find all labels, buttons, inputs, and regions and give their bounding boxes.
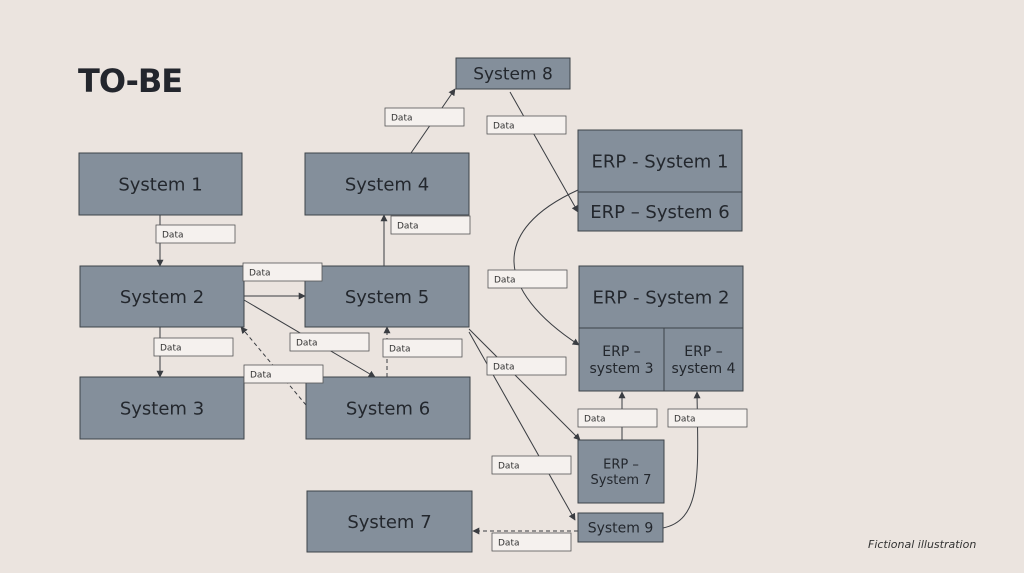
node-box: [79, 265, 245, 328]
node-system-5[interactable]: System 5: [304, 265, 470, 328]
node-box: [663, 327, 744, 392]
node-system-4[interactable]: System 4: [304, 152, 470, 216]
node-label: ERP - System 2: [593, 287, 730, 308]
edge-label: Data: [153, 337, 234, 357]
node-erp-system-2[interactable]: ERP - System 2: [578, 265, 744, 329]
node-erp-system-3[interactable]: ERP –system 3: [578, 327, 665, 392]
node-label: System 6: [346, 398, 430, 419]
edge-s5-erp7: [468, 328, 581, 441]
node-label: System 9: [588, 521, 654, 537]
edge-label: Data: [491, 532, 572, 552]
node-box: [578, 265, 744, 329]
node-label: ERP –system 4: [672, 344, 736, 377]
node-system-2[interactable]: System 2: [79, 265, 245, 328]
node-system-3[interactable]: System 3: [79, 376, 245, 440]
edge-label: Data: [155, 224, 236, 244]
node-label: System 4: [345, 174, 429, 195]
node-erp-system-4[interactable]: ERP –system 4: [663, 327, 744, 392]
node-label: ERP –system 3: [590, 344, 654, 377]
edge-label-text: Data: [498, 462, 520, 472]
edge-label-text: Data: [493, 122, 515, 132]
edge-label-text: Data: [249, 269, 271, 279]
node-label: ERP - System 1: [592, 151, 729, 172]
node-system-9[interactable]: System 9: [577, 512, 664, 543]
node-box: [79, 376, 245, 440]
node-label: System 3: [120, 398, 204, 419]
node-label: ERP – System 6: [590, 202, 729, 223]
edge-label-text: Data: [674, 415, 696, 425]
node-box: [577, 191, 743, 232]
node-system-8[interactable]: System 8: [455, 57, 571, 90]
edge-label-text: Data: [160, 344, 182, 354]
edge-label: Data: [486, 356, 567, 376]
node-erp-system-1[interactable]: ERP - System 1: [577, 129, 743, 193]
node-box: [305, 376, 471, 440]
node-erp-system-7[interactable]: ERP –System 7: [577, 439, 665, 504]
node-box: [578, 327, 665, 392]
node-label: System 7: [347, 512, 431, 533]
node-label: System 8: [473, 65, 553, 85]
edge-label-text: Data: [493, 363, 515, 373]
edge-label-text: Data: [391, 114, 413, 124]
node-system-7[interactable]: System 7: [306, 490, 473, 553]
node-label: System 5: [345, 287, 429, 308]
edge-label: Data: [667, 408, 748, 428]
node-box: [78, 152, 243, 216]
edge-label: Data: [382, 338, 463, 358]
node-erp-system-6[interactable]: ERP – System 6: [577, 191, 743, 232]
edge-label-text: Data: [397, 222, 419, 232]
node-label: System 1: [118, 174, 202, 195]
node-box: [304, 152, 470, 216]
page-title: TO-BE: [78, 62, 183, 100]
node-box: [577, 512, 664, 543]
edge-label-text: Data: [389, 345, 411, 355]
edge-label-text: Data: [250, 371, 272, 381]
edge-s8-erp6: [509, 91, 579, 213]
edge-label: Data: [390, 215, 471, 235]
edge-label: Data: [577, 408, 658, 428]
edge-label: Data: [491, 455, 572, 475]
edge-label: Data: [242, 262, 323, 282]
edge-label-text: Data: [498, 539, 520, 549]
node-box: [577, 129, 743, 193]
node-label: ERP –System 7: [591, 457, 652, 488]
node-system-1[interactable]: System 1: [78, 152, 243, 216]
node-box: [455, 57, 571, 90]
node-label: System 2: [120, 287, 204, 308]
node-system-6[interactable]: System 6: [305, 376, 471, 440]
edge-label-text: Data: [162, 231, 184, 241]
edge-label-text: Data: [584, 415, 606, 425]
edge-label: Data: [384, 107, 465, 127]
edge-label: Data: [487, 269, 568, 289]
edge-label: Data: [486, 115, 567, 135]
edge-label-text: Data: [296, 339, 318, 349]
node-box: [577, 439, 665, 504]
node-box: [304, 265, 470, 328]
edge-label-text: Data: [494, 276, 516, 286]
edge-erp1-erp3: [513, 189, 580, 346]
edge-label: Data: [289, 332, 370, 352]
edge-label: Data: [243, 364, 324, 384]
footnote: Fictional illustration: [868, 538, 977, 551]
node-box: [306, 490, 473, 553]
